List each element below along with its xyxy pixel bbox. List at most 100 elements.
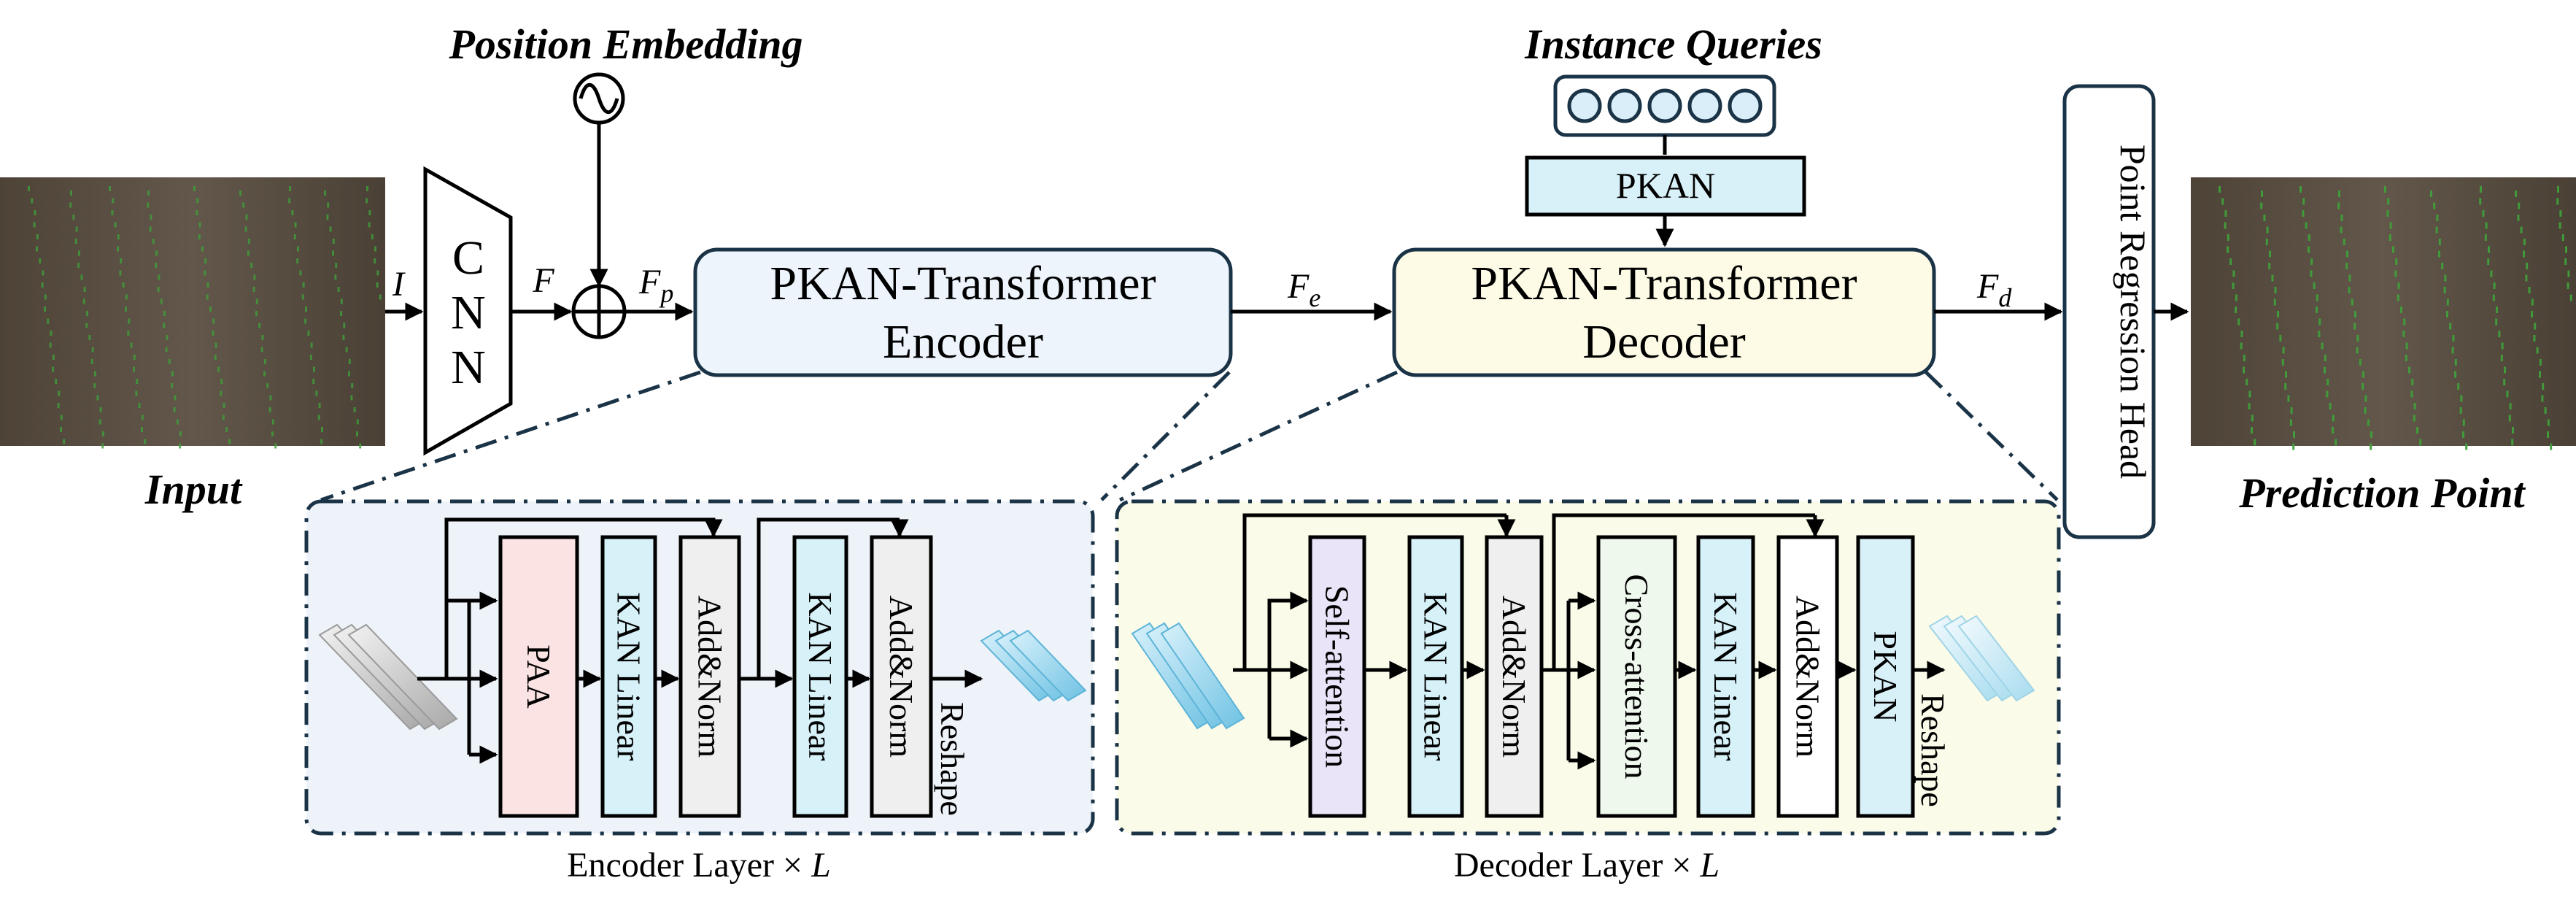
decoder-layer-caption: Decoder Layer × L [1454, 846, 1720, 885]
cnn-letter-n1: N [451, 286, 486, 339]
seedling-mark [266, 383, 269, 388]
seedling-mark [2351, 298, 2353, 306]
decoder-input-tokens [1131, 622, 1245, 730]
seedling-mark [2340, 215, 2343, 221]
seedling-mark [85, 323, 88, 328]
seedling-mark [2324, 366, 2326, 374]
seedling-mark [309, 355, 312, 360]
decoder-block-self-attention-0 [1308, 535, 1366, 818]
seedling-mark [201, 246, 204, 252]
encoder-block-label-3: KAN Linear [802, 592, 839, 760]
encoder-block-add-norm-2 [678, 535, 741, 818]
seedling-mark [374, 258, 376, 263]
seedling-mark [2454, 371, 2456, 378]
seedling-mark [114, 222, 117, 228]
seedling-mark [47, 318, 50, 324]
seedling-mark [2273, 298, 2276, 306]
seedling-mark [2410, 390, 2413, 398]
seedling-mark [2444, 274, 2447, 282]
seedling-mark [269, 395, 272, 401]
seedling-mark [2293, 431, 2295, 438]
seedling-mark [2302, 198, 2305, 205]
seedling-mark [2482, 210, 2485, 217]
seedling-mark [2449, 323, 2452, 330]
seedling-mark [212, 318, 215, 324]
seedling-mark [2332, 415, 2335, 422]
decoder-block-label-5: Add&Norm [1790, 596, 1827, 758]
seedling-mark [204, 270, 206, 276]
seedling-mark [329, 226, 332, 232]
seedling-mark [98, 419, 101, 425]
seedling-mark [335, 263, 338, 268]
seedling-mark [305, 307, 307, 312]
seedling-mark [2227, 234, 2229, 241]
seedling-mark [2224, 210, 2227, 217]
seedling-mark [2446, 298, 2449, 306]
seedling-mark [2405, 342, 2408, 350]
seedling-mark [2359, 359, 2362, 366]
seedling-mark [72, 215, 75, 220]
seedling-mark [356, 419, 359, 425]
seedling-mark [2561, 234, 2564, 241]
encoder-block-kan-linear-3 [792, 535, 848, 818]
seedling-mark [353, 407, 356, 412]
seedling-mark [75, 226, 78, 232]
seedling-mark [28, 186, 30, 191]
seedling-mark [179, 443, 182, 449]
var-Fe: Fe [1287, 267, 1320, 312]
seedling-mark [130, 342, 133, 348]
seedling-mark [2260, 202, 2263, 209]
seedling-mark [2254, 439, 2256, 446]
decoder-reshape-label: Reshape [1914, 693, 1952, 807]
seedling-mark [222, 415, 225, 420]
seedling-mark [2408, 366, 2410, 374]
encoder-input-tokens [318, 623, 458, 731]
seedling-mark [2462, 431, 2464, 438]
decoder-block-kan-linear-4 [1696, 535, 1755, 818]
seedling-mark [217, 366, 220, 372]
seedling-mark [80, 274, 83, 280]
seedling-mark [2539, 359, 2542, 366]
seedling-mark [304, 318, 307, 324]
seedling-mark [2353, 323, 2356, 330]
seedling-mark [2290, 407, 2293, 414]
seedling-mark [141, 415, 144, 420]
seedling-mark [2310, 270, 2313, 277]
seedling-mark [99, 407, 102, 412]
seedling-mark [2567, 270, 2570, 277]
seedling-mark [2564, 258, 2567, 265]
seedling-mark [342, 335, 345, 340]
seedling-mark [174, 395, 177, 401]
seedling-mark [348, 371, 350, 377]
seedling-mark [340, 298, 343, 304]
cnn-letter-c: C [452, 231, 484, 285]
seedling-mark [356, 431, 358, 436]
seedling-mark [128, 318, 131, 324]
seedling-mark [2416, 427, 2418, 434]
seedling-mark [90, 359, 93, 364]
seedling-mark [36, 246, 38, 252]
seedling-mark [196, 198, 199, 204]
seedling-mark [193, 186, 196, 191]
seedling-mark [334, 274, 337, 280]
seedling-mark [2269, 250, 2271, 258]
seedling-mark [2479, 198, 2482, 205]
seedling-mark [263, 359, 266, 364]
seedling-mark [2289, 419, 2292, 426]
seedling-mark [2356, 347, 2359, 354]
zoom-connectors [320, 370, 2059, 502]
seedling-mark [2430, 190, 2432, 197]
seedling-mark [102, 431, 104, 436]
seedling-mark [312, 379, 315, 384]
seedling-mark [2387, 198, 2390, 205]
seedling-mark [2488, 246, 2490, 253]
seedling-mark [2332, 427, 2334, 434]
seedling-mark [368, 222, 371, 228]
seedling-mark [141, 427, 143, 432]
seedling-mark [260, 347, 263, 353]
seedling-mark [317, 415, 320, 420]
seedling-mark [2413, 415, 2416, 422]
seedling-mark [2284, 383, 2287, 390]
seedling-mark [2343, 239, 2345, 245]
decoder-block-cross-attention-3 [1596, 535, 1677, 818]
